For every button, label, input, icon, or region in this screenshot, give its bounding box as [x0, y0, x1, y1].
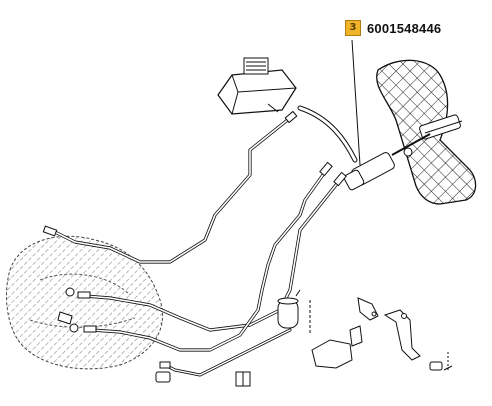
master-cylinder-icon: [343, 133, 431, 191]
part-callout: 3 6001548446: [345, 20, 441, 36]
clip-icon: [357, 297, 379, 321]
clutch-pedal-icon: [376, 59, 477, 205]
reservoir-feed-hose: [297, 105, 358, 163]
pipe-fittings: [42, 110, 347, 369]
bolt-icon: [429, 352, 453, 372]
transmission-housing-icon: [6, 235, 164, 370]
callout-number-badge: 3: [345, 20, 361, 36]
pedal-stop-bracket-icon: [383, 309, 421, 361]
slave-cylinder-icon: [277, 289, 301, 329]
master-cylinder-reservoir-icon: [217, 57, 297, 115]
gearbox-connectors: [57, 287, 79, 333]
mounting-bracket-icon: [309, 300, 363, 369]
hydraulic-pipes: [53, 105, 358, 377]
part-number-label: 6001548446: [367, 20, 442, 36]
nut-icon: [155, 371, 251, 387]
callout-leader-line: [351, 39, 361, 166]
